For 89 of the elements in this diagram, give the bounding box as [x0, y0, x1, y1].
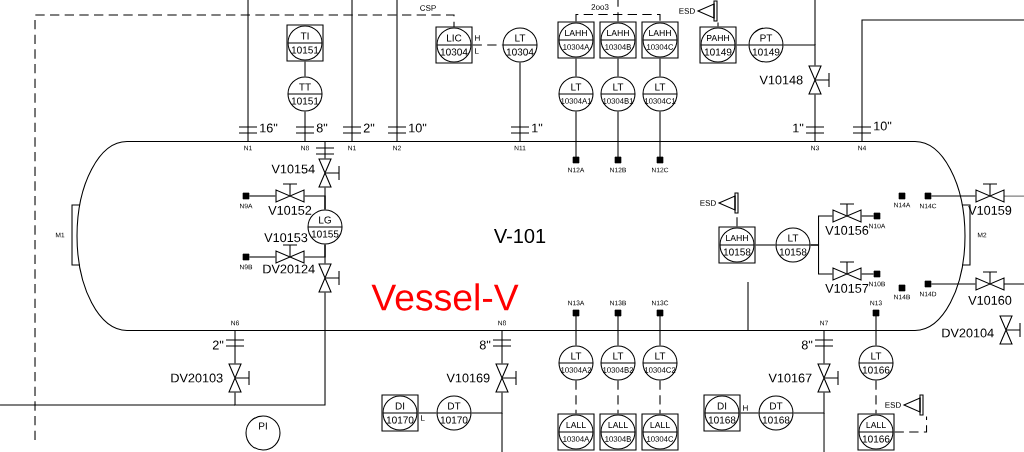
- valve-tag: V10167: [768, 373, 812, 383]
- process-line: [324, 244, 326, 264]
- valve-tag: V10156: [825, 225, 869, 235]
- process-line: [617, 58, 619, 77]
- instrument-bubble: TT 10151: [287, 76, 323, 112]
- alarm-limit-mark: H: [475, 35, 480, 41]
- line-size-label: 10": [409, 123, 427, 133]
- process-line: [519, 62, 521, 142]
- process-line: [740, 412, 759, 414]
- process-line: [617, 330, 619, 346]
- instrument-bubble: LIC 10304: [435, 26, 473, 64]
- process-line: [575, 58, 577, 77]
- valve-tag: V10169: [446, 373, 490, 383]
- process-line: [793, 392, 825, 414]
- handwritten-note: Vessel-V: [371, 283, 519, 311]
- signal-line: [472, 44, 503, 46]
- valve-tag: V10157: [825, 283, 869, 293]
- alarm-horn: ESD: [885, 394, 924, 416]
- process-line: [755, 244, 776, 246]
- process-line: [823, 330, 825, 364]
- node-label: ESD: [679, 8, 695, 14]
- process-line: [930, 195, 976, 197]
- alarm-limit-mark: H: [743, 405, 748, 411]
- process-line: [659, 111, 661, 142]
- instrument-bubble: LALL 10166: [857, 413, 895, 451]
- instrument-bubble: DT 10170: [436, 395, 472, 431]
- process-line: [234, 330, 236, 364]
- alarm-limit-mark: L: [421, 415, 425, 421]
- node-label: ESD: [885, 402, 901, 408]
- process-line: [810, 244, 833, 275]
- valve-tag: DV20103: [171, 373, 223, 383]
- valve-tag: V10153: [264, 233, 308, 243]
- line-size-label: 8": [801, 340, 813, 350]
- process-line: [930, 283, 976, 285]
- process-line: [501, 330, 503, 364]
- instrument-bubble: LT 10304: [502, 27, 538, 63]
- process-line: [861, 215, 875, 217]
- process-line: [304, 61, 306, 77]
- line-size-label: 1": [793, 123, 804, 133]
- process-line: [304, 111, 306, 142]
- process-line: [861, 273, 875, 275]
- signal-line: [894, 416, 928, 433]
- instrument-bubble: DI 10168: [703, 394, 741, 432]
- line-size-label: 2": [212, 340, 224, 350]
- process-line: [234, 292, 326, 406]
- alarm-horn: ESD: [679, 0, 718, 22]
- valve-tag: V10159: [968, 205, 1012, 215]
- process-line: [248, 195, 276, 197]
- instrument-bubble: DT 10168: [758, 395, 794, 431]
- instrument-bubble: PAHH 10149: [699, 26, 737, 64]
- alarm-horn: ESD: [700, 192, 739, 214]
- process-line: [304, 195, 326, 210]
- valve-tag: V10160: [968, 295, 1012, 305]
- instrument-bubble: PT 10149: [748, 27, 784, 63]
- process-line: [659, 330, 661, 346]
- process-line: [783, 44, 816, 66]
- instrument-bubble: DI 10170: [381, 394, 419, 432]
- process-line: [324, 140, 326, 159]
- signal-line: [717, 22, 719, 27]
- valve-tag: V10154: [271, 164, 315, 174]
- valve-tag: DV20124: [263, 264, 315, 274]
- edge-label: 2oo3: [589, 2, 611, 12]
- line-size-label: 2": [363, 123, 375, 133]
- line-size-label: 10": [874, 121, 892, 131]
- signal-line: [736, 214, 738, 227]
- signal-label: CSP: [420, 5, 436, 11]
- process-line: [736, 44, 749, 46]
- process-line: [418, 412, 437, 414]
- process-line: [875, 330, 877, 346]
- process-line: [575, 111, 577, 142]
- line-size-label: 1": [532, 123, 543, 133]
- instrument-bubble: PI: [245, 415, 281, 451]
- line-size-label: 8": [316, 123, 328, 133]
- instrument-bubble: LT 10158: [775, 227, 811, 263]
- process-line: [248, 256, 276, 258]
- node-label: ESD: [700, 200, 716, 206]
- instrument-bubble: LAHH 10158: [718, 226, 756, 264]
- process-line: [814, 94, 816, 142]
- process-line: [471, 392, 503, 414]
- instrument-bubble: TI 10151: [286, 24, 324, 62]
- signal-line: [575, 13, 661, 22]
- valve-tag: V10148: [759, 75, 803, 85]
- alarm-limit-mark: L: [475, 48, 479, 54]
- line-size-label: 16": [260, 123, 278, 133]
- process-line: [659, 58, 661, 77]
- process-line: [575, 330, 577, 346]
- instrument-bubble: LT 10166: [858, 345, 894, 381]
- line-size-label: 8": [479, 340, 491, 350]
- process-line: [617, 111, 619, 142]
